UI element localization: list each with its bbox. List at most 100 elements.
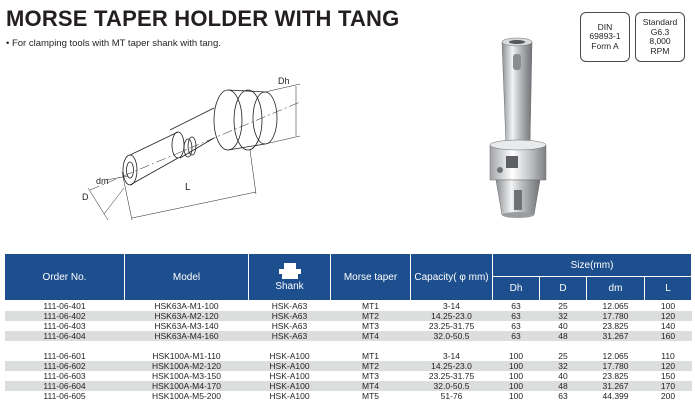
d-cell: 63 xyxy=(558,391,568,401)
shank-header-label: Shank xyxy=(275,281,304,292)
dh-cell: 63 xyxy=(492,331,540,341)
l-header: L xyxy=(643,276,693,301)
specification-table: Order No. Model Shank Morse taper Capaci… xyxy=(4,253,693,401)
model-cell: HSK100A-M1-110 xyxy=(152,351,221,361)
l-cell: 170 xyxy=(644,381,692,391)
dm-cell: 31.267 xyxy=(586,331,645,341)
shank-cell: HSK-A63 xyxy=(248,311,331,321)
l-cell: 120 xyxy=(644,311,692,321)
product-image xyxy=(489,37,547,218)
d-cell: 25 xyxy=(558,351,568,361)
model-cell: HSK100A-M2-120 xyxy=(124,361,249,371)
badge-line: DIN xyxy=(597,21,613,32)
shank-cell: HSK-A100 xyxy=(269,371,310,381)
dh-cell: 63 xyxy=(492,311,540,321)
capacity-cell: 14.25-23.0 xyxy=(410,361,493,371)
order-no-cell: 111-06-602 xyxy=(4,361,125,371)
dm-cell: 23.825 xyxy=(602,371,629,381)
order-no-cell: 111-06-403 xyxy=(43,321,86,331)
order-no-cell: 111-06-601 xyxy=(43,351,86,361)
dh-header: Dh xyxy=(492,276,540,301)
shank-cell: HSK-A100 xyxy=(248,361,331,371)
dh-cell: 100 xyxy=(508,351,524,361)
order-no-cell: 111-06-603 xyxy=(43,371,86,381)
dh-cell: 100 xyxy=(508,391,524,401)
capacity-cell: 51-76 xyxy=(440,391,463,401)
d-cell: 32 xyxy=(539,361,587,371)
model-cell: HSK63A-M4-160 xyxy=(124,331,249,341)
shank-icon xyxy=(278,263,301,279)
morse-taper-cell: MT1 xyxy=(362,301,379,311)
l-cell: 200 xyxy=(660,391,676,401)
model-cell: HSK100A-M4-170 xyxy=(124,381,249,391)
badge-line: RPM xyxy=(650,45,670,56)
table-row: 111-06-403 HSK63A-M3-140 HSK-A63 MT3 23.25-3… xyxy=(5,321,692,331)
order-no-cell: 111-06-404 xyxy=(4,331,125,341)
l-cell: 120 xyxy=(644,361,692,371)
capacity-cell: 14.25-23.0 xyxy=(410,311,493,321)
dh-cell: 100 xyxy=(508,371,524,381)
dm-cell: 44.399 xyxy=(602,391,629,401)
capacity-header: Capacity( φ mm) xyxy=(410,253,493,301)
shank-cell: HSK-A100 xyxy=(269,391,310,401)
size-header: Size(mm) xyxy=(491,253,693,277)
dm-cell: 31.267 xyxy=(586,381,645,391)
order-no-cell: 111-06-604 xyxy=(4,381,125,391)
morse-taper-cell: MT5 xyxy=(362,391,379,401)
morse-taper-cell: MT4 xyxy=(330,331,411,341)
badge-line: 69893-1 xyxy=(589,31,621,42)
badge-line: G6.3 xyxy=(650,26,670,37)
d-cell: 40 xyxy=(558,321,568,331)
badge-line: Form A xyxy=(591,40,619,51)
capacity-cell: 23.25-31.75 xyxy=(428,321,475,331)
dh-dimension-label: Dh xyxy=(278,76,290,86)
shank-cell: HSK-A63 xyxy=(271,321,308,331)
l-cell: 100 xyxy=(660,301,676,311)
shank-cell: HSK-A63 xyxy=(271,301,308,311)
d-dimension-label: D xyxy=(82,192,89,202)
l-cell: 110 xyxy=(661,351,675,361)
order-no-cell: 111-06-605 xyxy=(43,391,86,401)
balance-standard-badge: Standard G6.3 8,000 RPM xyxy=(635,12,685,62)
shank-cell: HSK-A63 xyxy=(248,331,331,341)
page-title: MORSE TAPER HOLDER WITH TANG xyxy=(6,6,400,31)
product-description: • For clamping tools with MT taper shank… xyxy=(6,38,221,49)
shank-cell: HSK-A100 xyxy=(269,351,310,361)
capacity-cell: 3-14 xyxy=(442,301,460,311)
d-cell: 25 xyxy=(558,301,568,311)
dm-cell: 17.780 xyxy=(586,361,645,371)
dm-cell: 12.065 xyxy=(602,351,629,361)
dh-cell: 63 xyxy=(511,321,521,331)
shank-cell: HSK-A100 xyxy=(248,381,331,391)
technical-drawing: Dh dm D L xyxy=(82,76,301,221)
dm-cell: 23.825 xyxy=(602,321,629,331)
capacity-cell: 32.0-50.5 xyxy=(410,331,493,341)
morse-taper-cell: MT3 xyxy=(362,321,379,331)
group-separator xyxy=(4,341,692,351)
capacity-cell: 3-14 xyxy=(442,351,460,361)
d-cell: 40 xyxy=(558,371,568,381)
morse-taper-cell: MT3 xyxy=(362,371,379,381)
dm-cell: 12.065 xyxy=(602,301,629,311)
badge-line: Standard xyxy=(642,17,678,27)
din-standard-badge: DIN 69893-1 Form A xyxy=(580,12,630,62)
model-cell: HSK63A-M2-120 xyxy=(124,311,249,321)
d-header: D xyxy=(539,276,587,301)
model-cell: HSK100A-M5-200 xyxy=(152,391,221,401)
dh-cell: 63 xyxy=(511,301,521,311)
model-cell: HSK63A-M3-140 xyxy=(154,321,219,331)
morse-taper-cell: MT2 xyxy=(330,311,411,321)
morse-taper-cell: MT2 xyxy=(330,361,411,371)
l-cell: 140 xyxy=(660,321,676,331)
separator-cell xyxy=(4,341,692,351)
morse-taper-header: Morse taper xyxy=(330,253,411,301)
dh-cell: 100 xyxy=(492,361,540,371)
dm-header: dm xyxy=(586,276,645,301)
